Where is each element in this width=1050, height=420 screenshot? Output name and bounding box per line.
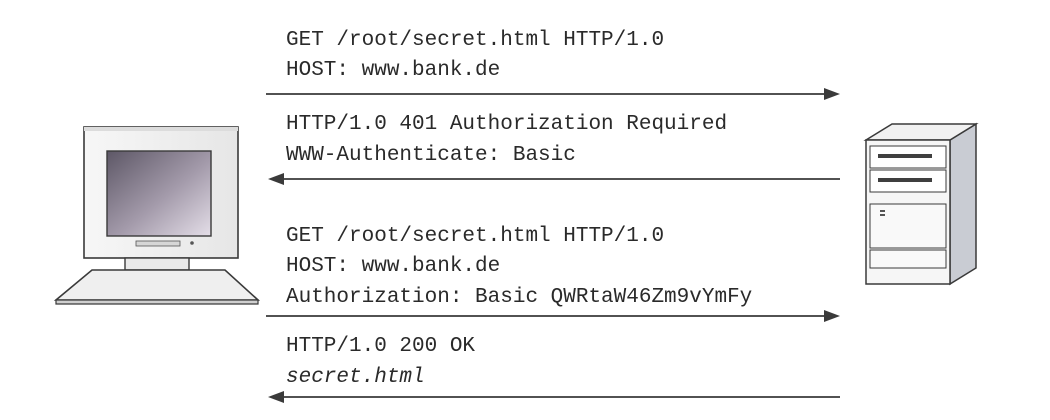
message-request-1: GET /root/secret.html HTTP/1.0 HOST: www…: [266, 29, 840, 100]
message-response-200: HTTP/1.0 200 OK secret.html: [268, 335, 840, 403]
message-request-2: GET /root/secret.html HTTP/1.0 HOST: www…: [266, 225, 840, 322]
message-line: secret.html: [286, 366, 425, 389]
arrow-right-icon: [824, 310, 840, 322]
message-line: Authorization: Basic QWRtaW46Zm9vYmFy: [286, 286, 752, 309]
arrow-left-icon: [268, 173, 284, 185]
message-line: HTTP/1.0 401 Authorization Required: [286, 113, 727, 136]
message-line: HTTP/1.0 200 OK: [286, 335, 475, 358]
arrow-right-icon: [824, 88, 840, 100]
server-tower-icon: [863, 122, 979, 286]
message-response-401: HTTP/1.0 401 Authorization Required WWW-…: [268, 113, 840, 185]
arrow-left-icon: [268, 391, 284, 403]
message-line: HOST: www.bank.de: [286, 59, 500, 82]
message-line: WWW-Authenticate: Basic: [286, 144, 576, 167]
message-line: GET /root/secret.html HTTP/1.0: [286, 225, 664, 248]
client-computer-icon: [53, 126, 261, 305]
message-line: HOST: www.bank.de: [286, 255, 500, 278]
message-line: GET /root/secret.html HTTP/1.0: [286, 29, 664, 52]
